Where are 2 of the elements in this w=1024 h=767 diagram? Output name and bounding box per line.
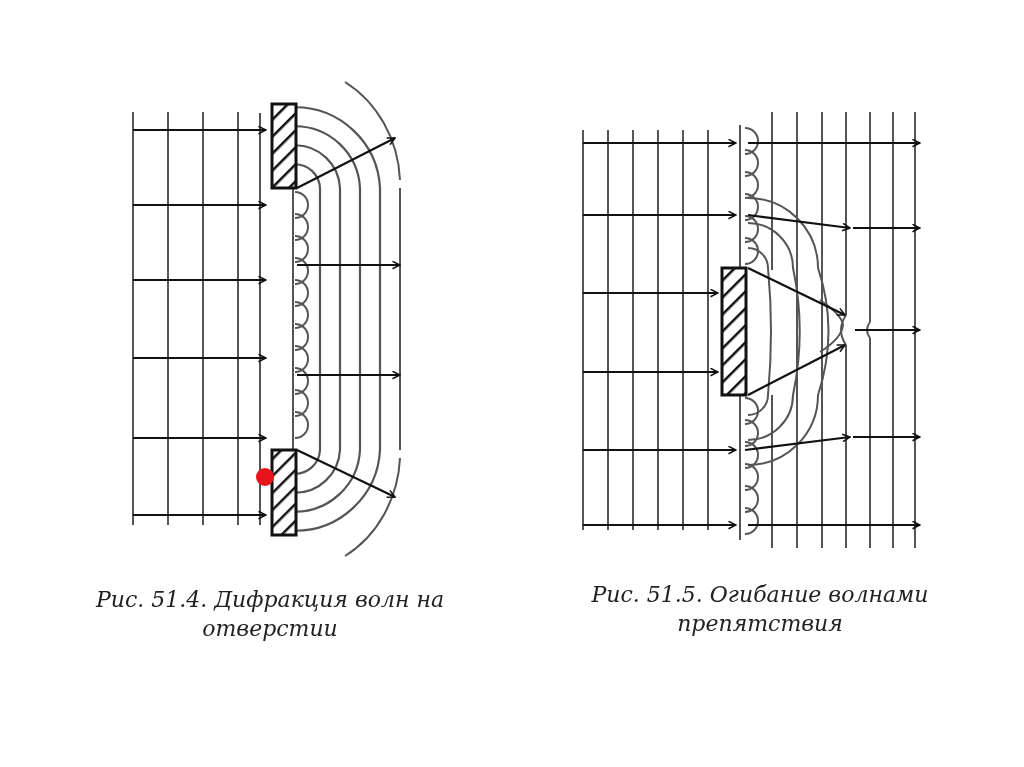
figure-caption: Рис. 51.4. Дифракция волн на отверстии — [94, 586, 446, 643]
figure-caption: Рис. 51.5. Огибание волнами препятствия — [590, 581, 930, 638]
